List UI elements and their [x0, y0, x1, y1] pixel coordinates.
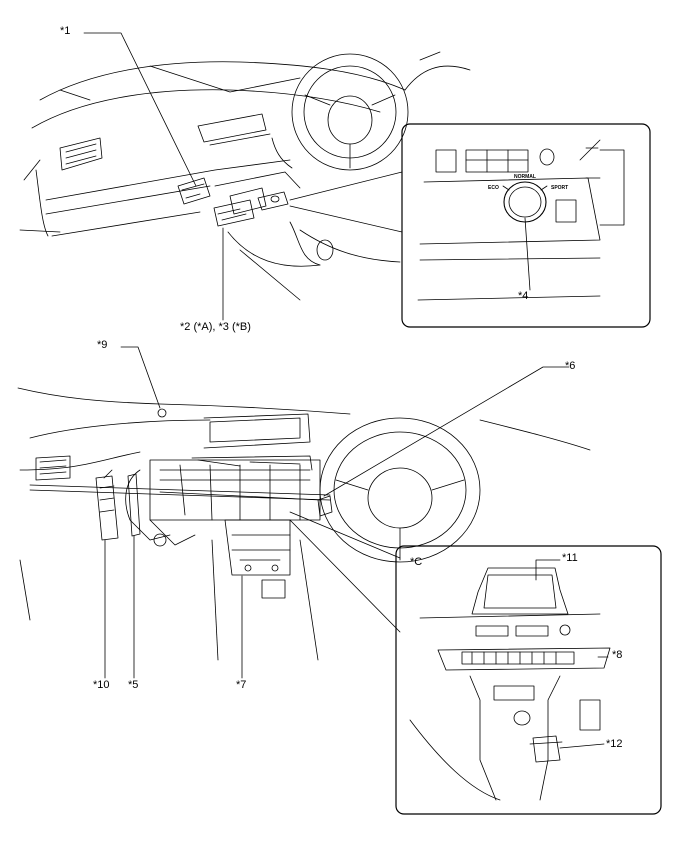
dial-label-eco: ECO — [488, 185, 499, 191]
bottom-detail-box — [395, 545, 662, 815]
dial-label-normal: NORMAL — [514, 174, 536, 180]
callout-9: *9 — [97, 339, 108, 351]
top-detail-box — [401, 123, 651, 328]
callout-11: *11 — [562, 552, 578, 564]
callout-6: *6 — [565, 360, 576, 372]
callout-12: *12 — [606, 738, 623, 750]
callout-4: *4 — [518, 290, 529, 302]
callout-1: *1 — [60, 25, 71, 37]
bottom-interior-view — [17, 346, 591, 679]
callout-7: *7 — [236, 679, 247, 691]
top-interior-view — [19, 32, 471, 321]
callout-c: *C — [410, 556, 423, 568]
callout-8: *8 — [612, 649, 623, 661]
callout-5: *5 — [128, 679, 139, 691]
callout-2-3: *2 (*A), *3 (*B) — [180, 321, 251, 333]
callout-10: *10 — [93, 679, 110, 691]
dial-label-sport: SPORT — [551, 185, 569, 191]
